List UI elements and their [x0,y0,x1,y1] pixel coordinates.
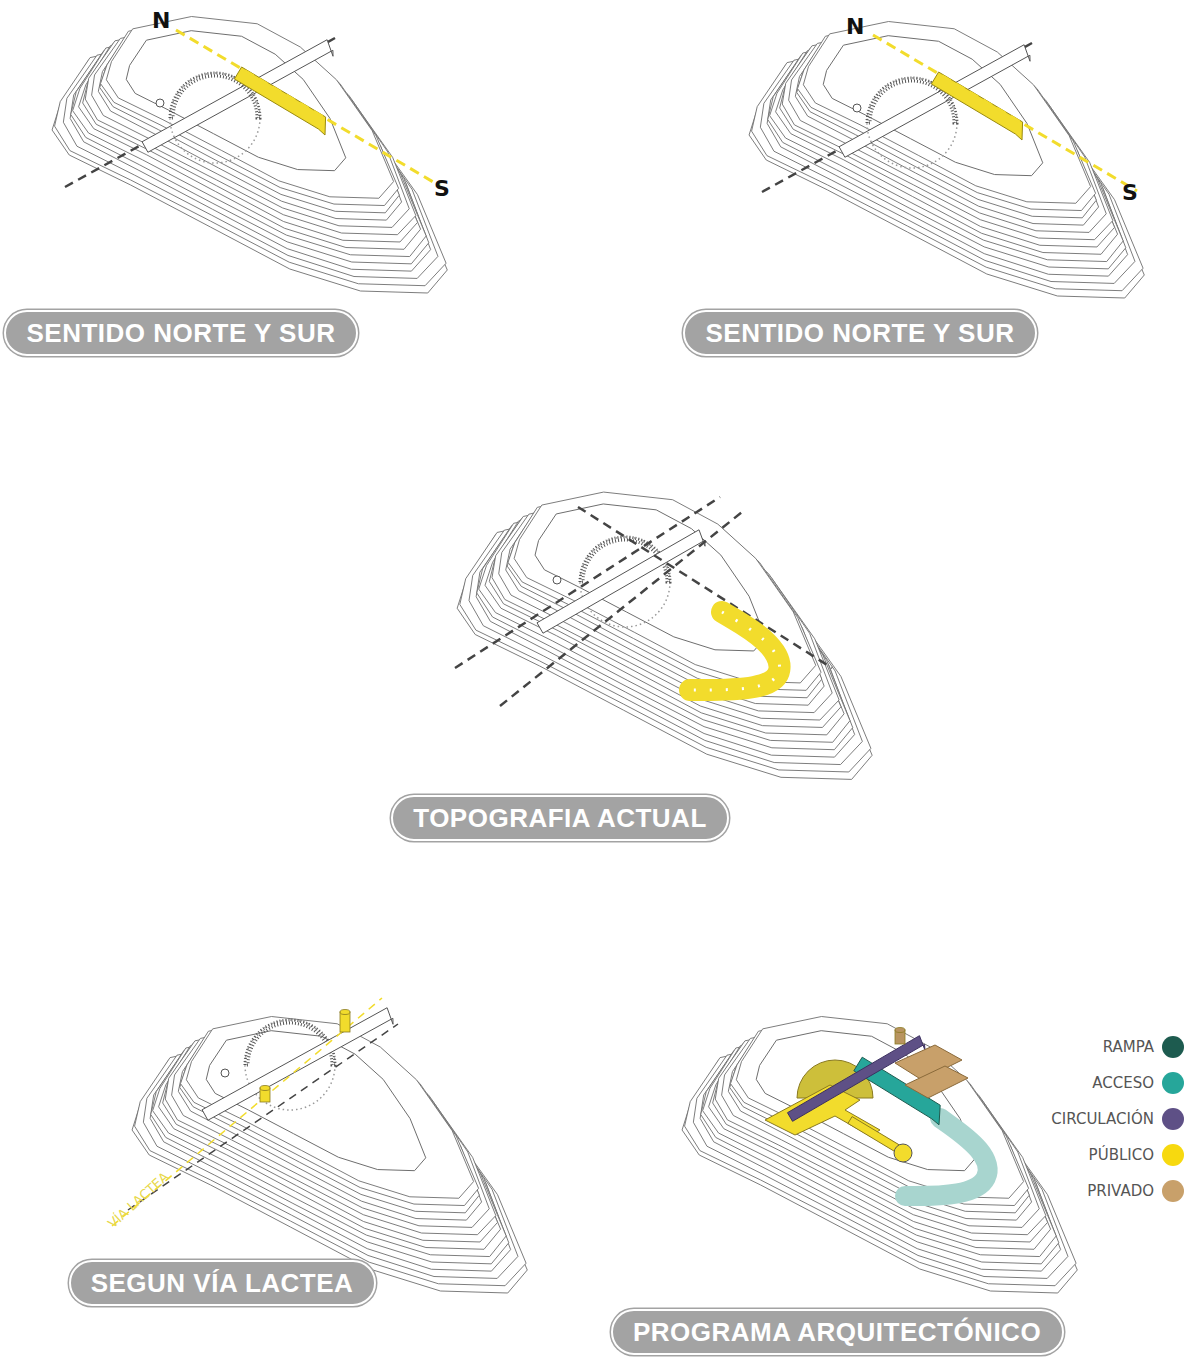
legend-entry: ACCESO [1092,1072,1184,1094]
pill-text: TOPOGRAFIA ACTUAL [413,803,707,834]
axis-label: VÍA LACTEA [105,1169,172,1231]
label-pill: SEGUN VÍA LACTEA [69,1260,376,1306]
pill-text: SENTIDO NORTE Y SUR [705,318,1014,349]
north-south-band [931,72,1022,140]
cylinder-top [895,1028,905,1033]
marker-circle [221,1069,229,1077]
legend-text: PÚBLICO [1089,1146,1154,1164]
site-topography [455,492,872,779]
label-pill: SENTIDO NORTE Y SUR [683,310,1037,356]
legend-entry: PRIVADO [1087,1180,1184,1202]
pill-text: SEGUN VÍA LACTEA [91,1268,354,1299]
axis-line [176,30,440,186]
contour-line [106,17,393,199]
compass-letter: S [1122,180,1138,205]
legend-text: ACCESO [1092,1074,1154,1092]
legend-text: RAMPA [1103,1038,1154,1056]
axis-line [500,512,742,706]
beam-volume [537,530,705,633]
label-pill: SENTIDO NORTE Y SUR [4,310,358,356]
cylinder-top [260,1086,270,1091]
beam-volume [839,45,1030,158]
axis-line [455,497,720,668]
legend-swatch [1162,1036,1184,1058]
compass-letter: N [152,8,170,33]
site-topography [682,1017,1077,1293]
site-topography [749,22,1144,298]
path-dots [690,612,780,690]
legend-swatch [1162,1072,1184,1094]
beam-volume [202,1008,393,1121]
legend-swatch [1162,1180,1184,1202]
legend-entry: RAMPA [1103,1036,1184,1058]
marker-circle [156,99,164,107]
site-topography [112,998,527,1293]
plateau-contour [126,31,346,171]
label-pill: TOPOGRAFIA ACTUAL [391,795,729,841]
ramp [905,1118,988,1196]
legend-entry: PÚBLICO [1089,1144,1184,1166]
marker-circle [853,104,861,112]
axis-line [762,43,1032,192]
axis-line [578,507,832,668]
legend-text: PRIVADO [1087,1182,1154,1200]
axis-line [65,38,335,187]
plateau-contour [823,36,1043,176]
legend-entry: CIRCULACIÓN [1051,1108,1184,1130]
legend-swatch [1162,1108,1184,1130]
compass-letter: N [846,14,864,39]
legend-text: CIRCULACIÓN [1051,1110,1154,1128]
contour-line [736,1017,1023,1199]
pill-text: PROGRAMA ARQUITECTÓNICO [633,1317,1041,1348]
legend-swatch [1162,1144,1184,1166]
private-volume [905,1066,968,1098]
current-path [690,612,780,690]
plateau-contour [756,1031,976,1171]
circulation-volume [787,1036,925,1122]
compass-letter: S [434,176,450,201]
contour-line [803,22,1090,204]
marker-circle [553,576,561,584]
label-pill: PROGRAMA ARQUITECTÓNICO [611,1309,1064,1355]
axis-line [873,35,1137,191]
north-south-band [234,67,325,135]
site-topography [52,17,447,293]
semicircle-mark [245,1020,335,1065]
cylinder-top [340,1010,350,1015]
pill-text: SENTIDO NORTE Y SUR [26,318,335,349]
marker-circle [894,1144,912,1162]
beam-volume [142,40,333,153]
cylinder [340,1012,350,1032]
